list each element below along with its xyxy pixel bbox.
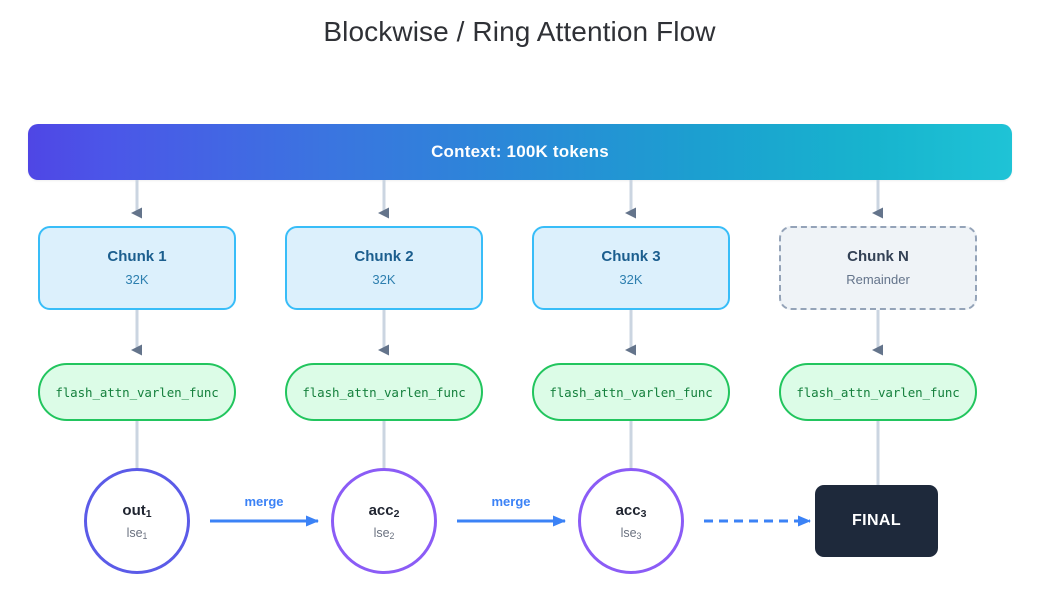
chunk-subtitle: 32K [125,272,149,288]
chunk-subtitle: Remainder [846,272,910,288]
accumulator-main-label: acc2 [368,501,400,521]
chunk-title: Chunk N [847,248,909,266]
merge-label-1: merge [244,494,284,509]
chunk-title: Chunk 1 [107,248,167,266]
chunk-subtitle: 32K [372,272,396,288]
accumulator-circle-3[interactable]: acc3 lse3 [578,468,684,574]
kernel-pill-3[interactable]: flash_attn_varlen_func [532,363,730,421]
chunk-box-1[interactable]: Chunk 1 32K [38,226,236,310]
final-label: FINAL [851,512,902,529]
chunk-subtitle: 32K [619,272,643,288]
accumulator-lse-label: lse1 [126,525,148,541]
accumulator-main-label: acc3 [615,501,647,521]
merge-label-2: merge [491,494,531,509]
accumulator-circle-1[interactable]: out1 lse1 [84,468,190,574]
kernel-pill-2[interactable]: flash_attn_varlen_func [285,363,483,421]
kernel-label: flash_attn_varlen_func [55,384,219,400]
accumulator-circle-2[interactable]: acc2 lse2 [331,468,437,574]
kernel-label: flash_attn_varlen_func [796,384,960,400]
final-output-box[interactable]: FINAL [815,485,938,557]
context-bar-label: Context: 100K tokens [431,142,609,161]
kernel-pill-1[interactable]: flash_attn_varlen_func [38,363,236,421]
kernel-pill-n[interactable]: flash_attn_varlen_func [779,363,977,421]
page-title: Blockwise / Ring Attention Flow [323,16,716,47]
kernel-label: flash_attn_varlen_func [302,384,466,400]
chunk-title: Chunk 2 [354,248,414,266]
kernel-label: flash_attn_varlen_func [549,384,713,400]
chunk-box-2[interactable]: Chunk 2 32K [285,226,483,310]
accumulator-main-label: out1 [122,501,152,521]
context-bar: Context: 100K tokens [28,124,1012,180]
chunk-title: Chunk 3 [601,248,661,266]
chunk-box-3[interactable]: Chunk 3 32K [532,226,730,310]
chunk-box-n[interactable]: Chunk N Remainder [779,226,977,310]
accumulator-lse-label: lse2 [373,525,395,541]
accumulator-lse-label: lse3 [620,525,642,541]
